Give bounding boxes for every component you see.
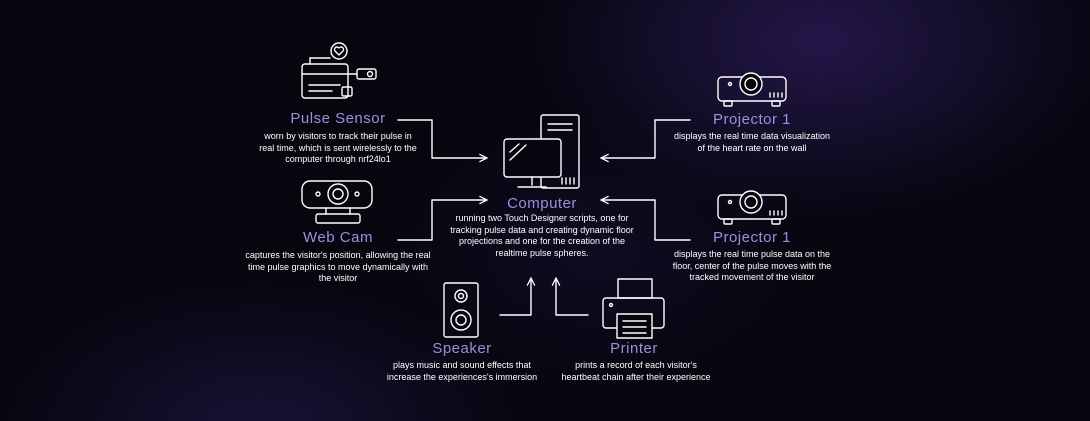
speaker-title: Speaker xyxy=(432,340,492,357)
projector-top-title: Projector 1 xyxy=(712,111,792,128)
pulse-sensor-title: Pulse Sensor xyxy=(290,110,386,127)
computer-icon xyxy=(503,114,580,189)
connector-pulse-sensor xyxy=(397,119,488,163)
webcam-icon xyxy=(301,180,373,224)
projector-top-description: displays the real time data visualizatio… xyxy=(673,131,831,153)
printer-title: Printer xyxy=(610,340,658,357)
web-cam-title: Web Cam xyxy=(303,229,373,246)
projector-bottom-description: displays the real time pulse data on the… xyxy=(672,249,832,282)
connector-projector-top xyxy=(600,119,691,163)
connector-projector-bottom xyxy=(600,195,691,241)
connector-printer xyxy=(551,277,589,316)
connector-web-cam xyxy=(397,195,488,241)
printer-description: prints a record of each visitor's heartb… xyxy=(561,360,711,382)
speaker-description: plays music and sound effects that incre… xyxy=(386,360,538,382)
pulse-sensor-description: worn by visitors to track their pulse in… xyxy=(259,131,417,164)
pulse-sensor-icon xyxy=(301,42,377,99)
computer-title: Computer xyxy=(507,195,577,212)
projector-bottom-title: Projector 1 xyxy=(712,229,792,246)
connector-speaker xyxy=(499,277,536,316)
printer-icon xyxy=(602,278,665,339)
computer-description: running two Touch Designer scripts, one … xyxy=(450,213,634,258)
web-cam-description: captures the visitor's position, allowin… xyxy=(245,250,431,283)
speaker-icon xyxy=(443,282,479,338)
projector-icon-bottom xyxy=(717,190,787,225)
projector-icon-top xyxy=(717,72,787,107)
